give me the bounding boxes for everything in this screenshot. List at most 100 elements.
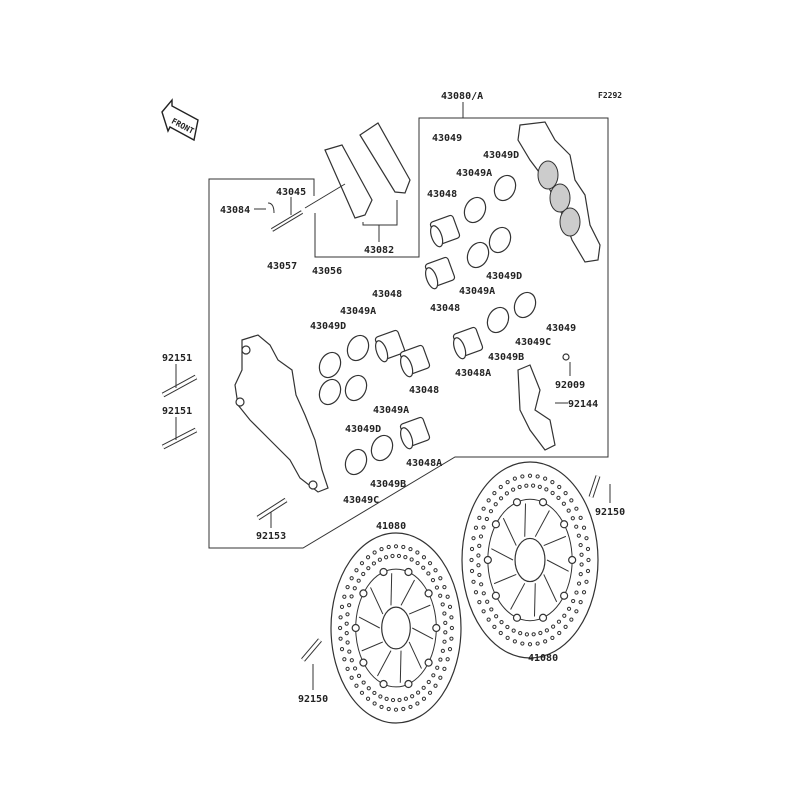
disc-hole [557,630,562,636]
disc-spoke [534,510,550,537]
label: 43084 [220,205,250,216]
disc-hole [443,620,448,625]
disc-hole [349,658,354,663]
disc-hole [379,704,384,710]
disc-hole [386,544,391,550]
disc-spoke [408,604,431,615]
label: 43048 [427,189,457,200]
disc-hole [469,546,475,552]
label: 92150 [298,694,328,705]
disc-hole [438,675,443,680]
disc-hole [338,636,343,641]
disc-spoke [390,573,393,606]
disc-hole [576,581,582,586]
disc-hole [493,502,498,507]
disc-hole [566,606,572,611]
disc-hole [354,568,359,573]
label: 43049D [345,424,381,435]
disc-hole [557,484,562,490]
disc-hole [499,620,504,625]
label: 92151 [162,406,192,417]
disc-hole [390,697,396,703]
disc-rivet [359,589,368,598]
disc-hole [492,624,497,629]
disc-rivet [512,613,522,622]
seal-ring [513,291,537,319]
disc-hole [520,474,525,479]
disc-hole [512,476,517,481]
bolts [161,364,611,690]
disc-hole [476,553,481,558]
disc-hole [505,635,510,640]
piston-face [400,427,414,450]
disc-hole [427,561,433,566]
disc-hole [426,571,431,576]
disc-spoke [400,579,415,606]
disc-hole [488,509,494,514]
seal-ring [346,334,370,362]
disc-rivet [560,591,569,600]
piston [399,344,431,378]
seal-ring [344,374,368,402]
piston-face [453,337,467,360]
disc-hole [481,609,486,614]
label: 43049D [483,150,519,161]
seal-ring [463,196,487,224]
label: 43048 [430,303,460,314]
disc-hole [527,473,533,478]
brake-disc-left [330,532,462,724]
disc-hole [550,490,555,496]
disc-hole [504,491,509,496]
disc-hole [543,476,548,481]
disc-hole [581,525,587,530]
seal-ring [318,351,342,379]
disc-hole [581,590,587,595]
disc-hole [445,594,450,599]
disc-hole [421,565,426,570]
label-43080-a: 43080/A [441,91,483,102]
disc-hole [371,561,377,566]
disc-hole [347,603,352,608]
disc-hole [579,552,584,557]
disc-hole [409,557,414,562]
disc-rivet [424,658,433,667]
disc-hole [578,600,583,605]
disc-rivet [379,679,388,689]
disc-hole [403,555,408,560]
disc-hole [427,690,433,695]
piston [429,214,461,248]
disc-spoke [412,627,434,640]
disc-hole [344,631,349,636]
disc-hole [511,628,516,633]
disc-hole [578,542,583,548]
disc-rivet [432,623,441,633]
disc-hole [366,686,371,691]
disc-spoke [408,641,422,669]
disc-rivet [491,520,500,529]
disc-spoke [546,559,569,572]
disc-hole [421,555,427,560]
disc-spoke [358,616,380,629]
disc-hole [384,696,389,701]
disc-hole [372,550,377,555]
disc-hole [477,600,482,605]
disc-hole [339,604,345,609]
pad-spring-bracket [517,353,571,451]
disc-hole [361,571,366,577]
disc-hole [570,516,575,521]
disc-hole [477,572,482,578]
disc-rivet [404,567,413,577]
disc-hole [349,675,354,680]
disc-spoke [377,650,392,677]
disc-hole [339,647,345,652]
disc-hole [415,550,420,555]
piston [452,326,484,360]
disc-hole [543,639,548,644]
disc-hole [377,557,382,562]
disc-hole [492,491,497,496]
front-arrow-icon: FRONT [161,98,199,142]
disc-hole [449,625,454,631]
disc-hole [479,582,484,587]
disc-hole [473,525,479,530]
